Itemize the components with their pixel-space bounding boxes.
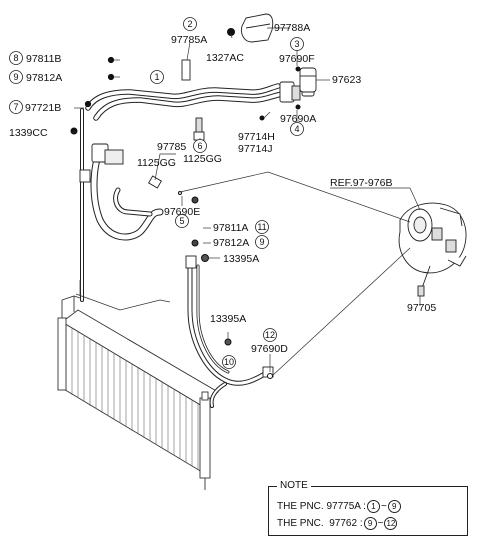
label-97690d: 97690D [251,343,288,355]
callout-1-num: 1 [154,72,159,82]
callout-10 [222,355,236,369]
callout-2-num: 2 [187,19,192,29]
label-97690a: 97690A [280,113,316,125]
note-title: NOTE [277,480,311,491]
callout-10-num: 10 [224,357,234,367]
label-97785a: 97785A [171,34,207,46]
label-1125gg-a: 1125GG [137,157,176,169]
note-line-1-prefix: THE PNC. 97775A : [277,501,366,513]
note-line-2-sep: ~ [377,518,384,530]
callout-9b-num: 9 [259,237,264,247]
label-97714h: 97714H [238,131,275,143]
label-13395a-b: 13395A [210,313,246,325]
label-97811a: 97811A [213,222,248,234]
label-97623: 97623 [332,74,361,86]
label-97690f: 97690F [279,53,315,65]
callout-numbers: 1 2 3 4 5 6 7 8 9 9 10 11 12 [13,19,299,367]
callout-8 [9,51,23,65]
note-line-2-to: 12 [384,517,398,530]
ref-label: REF.97-976B [330,177,392,189]
label-13395a-a: 13395A [223,253,259,265]
label-97785: 97785 [157,141,186,153]
label-97811b: 97811B [26,53,61,65]
refrigerant-pipes [80,83,285,408]
callout-5-num: 5 [179,216,184,226]
label-97721b: 97721B [25,102,61,114]
receiver-97788a [241,13,274,43]
callout-12 [263,328,277,342]
callout-4-num: 4 [294,124,299,134]
fittings [79,59,315,378]
label-97690e: 97690E [164,206,200,218]
callout-2 [183,17,197,31]
callout-11 [255,220,269,234]
callout-4 [290,122,304,136]
callout-5 [175,214,189,228]
part-labels: 97788A 97785A 1327AC 97690F 97623 97811B… [9,22,436,355]
condenser [57,295,219,490]
callout-9a-num: 9 [13,72,18,82]
label-1125gg-b: 1125GG [183,153,222,165]
note-line-1-from: 1 [366,500,380,513]
callout-1 [150,70,164,84]
callout-6-num: 6 [197,141,202,151]
callout-8-num: 8 [13,53,18,63]
note-line-2-from: 9 [363,517,377,530]
note-line-2-prefix: THE PNC. 97762 : [277,518,363,530]
callout-9b [255,235,269,249]
valve-97623 [299,67,317,93]
callout-11-num: 11 [257,222,266,232]
callout-7 [9,100,23,114]
label-97812a: 97812A [213,237,249,249]
compressor [398,202,467,297]
callouts [9,17,304,369]
note-line-1: THE PNC. 97775A :1~9 [277,500,402,513]
callout-12-num: 12 [265,330,275,340]
label-1339cc: 1339CC [9,127,48,139]
note-line-1-sep: ~ [380,501,387,513]
label-97705: 97705 [407,302,436,314]
note-line-2: THE PNC. 97762 :9~12 [277,517,398,530]
label-1327ac: 1327AC [206,52,244,64]
callout-7-num: 7 [13,102,18,112]
callout-6 [193,139,207,153]
note-line-1-to: 9 [387,500,401,513]
label-97812a-top: 97812A [26,72,62,84]
note-box: NOTE THE PNC. 97775A :1~9 THE PNC. 97762… [268,480,468,536]
label-97714j: 97714J [238,143,272,155]
callout-9a [9,70,23,84]
callout-3-num: 3 [294,39,299,49]
callout-3 [290,37,304,51]
label-97788a: 97788A [274,22,310,34]
